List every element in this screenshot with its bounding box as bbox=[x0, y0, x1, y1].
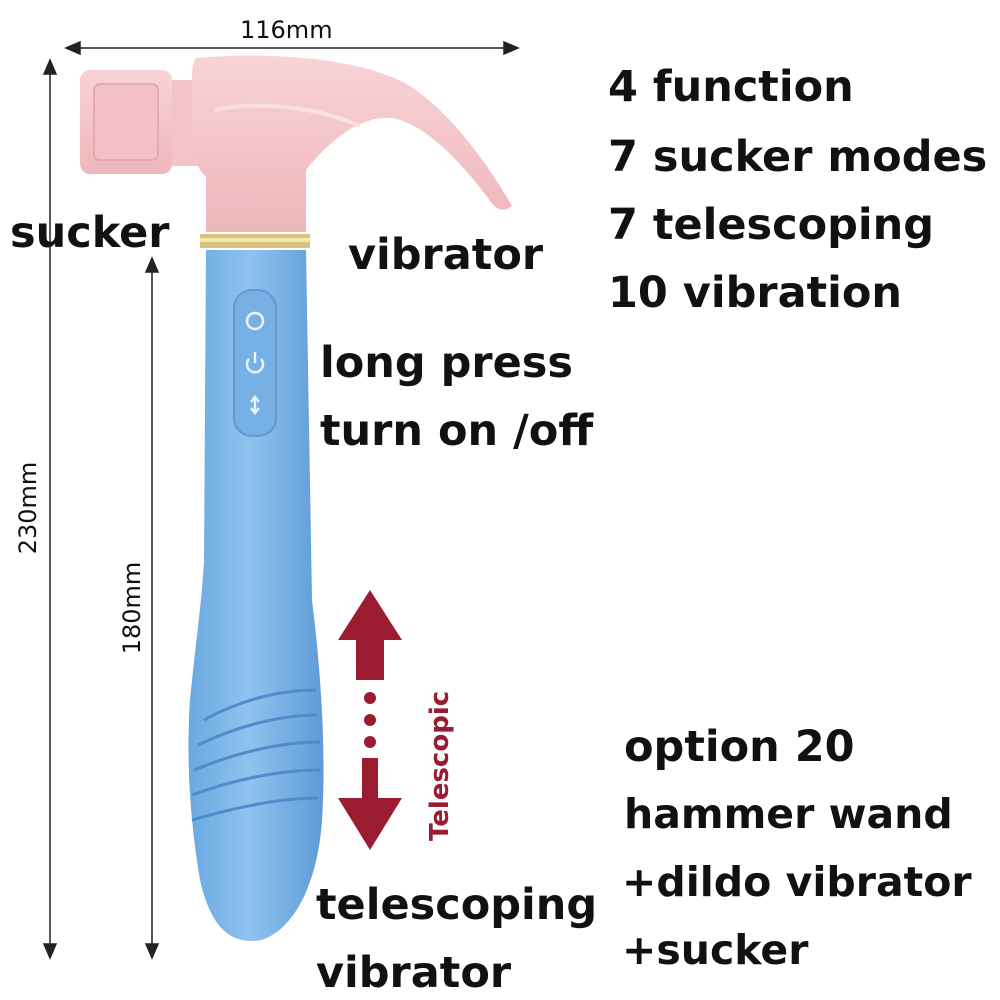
width-label: 116mm bbox=[240, 16, 333, 44]
blue-handle bbox=[188, 250, 324, 941]
option-line3: +dildo vibrator bbox=[622, 858, 972, 906]
handle-grooves bbox=[191, 688, 321, 822]
up-down-icon[interactable] bbox=[250, 394, 260, 416]
handle-length-dimension-arrow bbox=[144, 256, 160, 960]
vibrator-label: vibrator bbox=[348, 230, 544, 280]
option-line1: option 20 bbox=[624, 722, 855, 772]
button-hint-line1: long press bbox=[320, 338, 573, 388]
hammer-head bbox=[80, 55, 512, 232]
circle-icon[interactable] bbox=[245, 311, 265, 331]
handle-length-label: 180mm bbox=[118, 561, 146, 655]
feature-item: 7 sucker modes bbox=[608, 132, 988, 182]
sucker-label: sucker bbox=[10, 208, 170, 258]
telescoping-line1: telescoping bbox=[316, 880, 598, 930]
total-length-dimension-arrow bbox=[42, 58, 58, 960]
feature-item: 7 telescoping bbox=[608, 200, 935, 250]
telescopic-tag: Telescopic bbox=[425, 690, 455, 841]
telescoping-line2: vibrator bbox=[316, 948, 512, 998]
button-hint-line2: turn on /off bbox=[320, 406, 594, 456]
option-line4: +sucker bbox=[622, 926, 809, 974]
telescopic-arrow bbox=[338, 590, 402, 850]
total-length-label: 230mm bbox=[14, 461, 42, 555]
feature-item: 4 function bbox=[608, 62, 854, 112]
power-icon[interactable] bbox=[245, 352, 265, 374]
feature-item: 10 vibration bbox=[608, 268, 903, 318]
width-dimension-arrow bbox=[64, 40, 520, 56]
option-line2: hammer wand bbox=[624, 790, 953, 838]
